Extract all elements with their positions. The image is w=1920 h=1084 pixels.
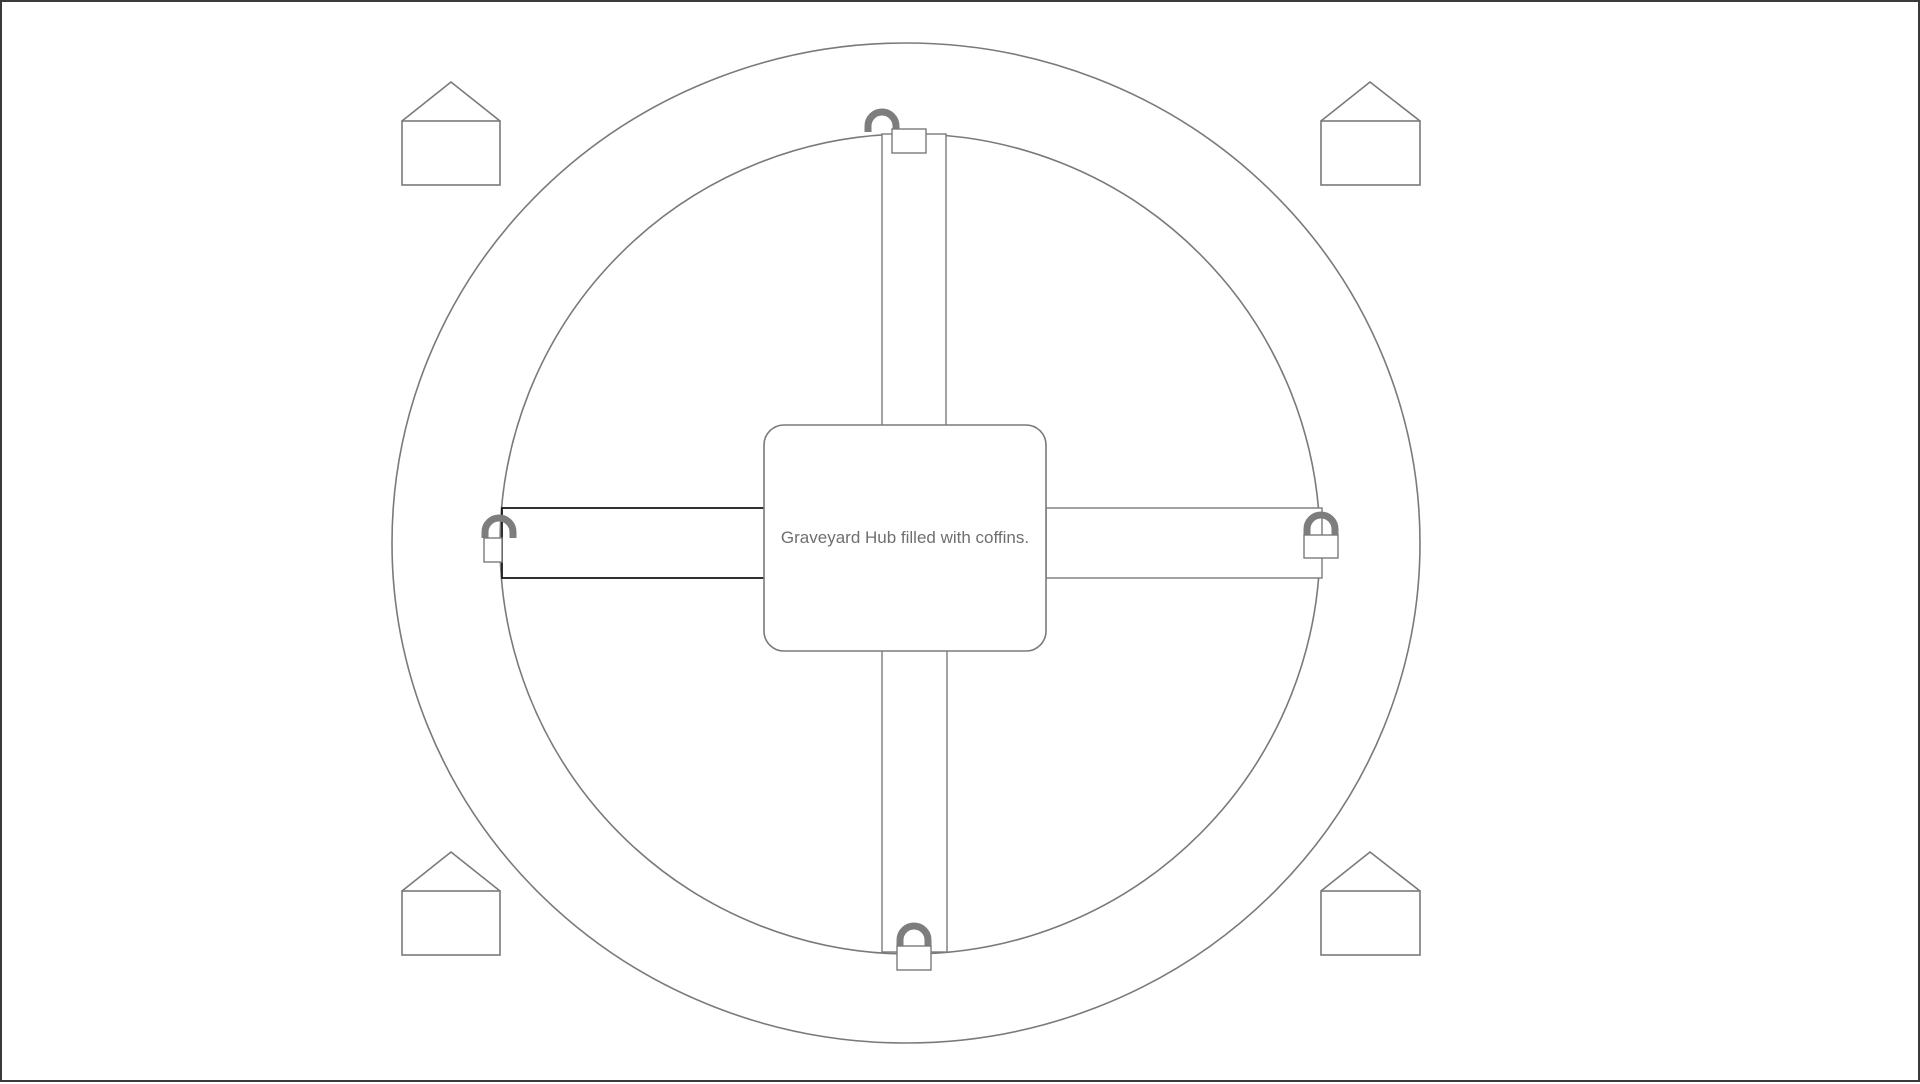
house-top-left (401, 80, 501, 186)
house-bottom-right (1320, 850, 1421, 956)
corridor-east (1045, 507, 1323, 579)
lock-right-icon (1303, 511, 1339, 559)
lock-top-icon (864, 108, 927, 154)
graveyard-hub (763, 424, 1047, 652)
house-bottom-left (401, 850, 501, 956)
corridor-south (881, 649, 948, 953)
corridor-west (501, 507, 767, 579)
house-top-right (1320, 80, 1421, 186)
outer-ring (391, 42, 1421, 1044)
hub-label: Graveyard Hub filled with coffins. (781, 528, 1029, 547)
lock-bottom-icon (896, 922, 932, 971)
corridor-north (881, 133, 947, 427)
lock-left-icon (481, 514, 517, 563)
